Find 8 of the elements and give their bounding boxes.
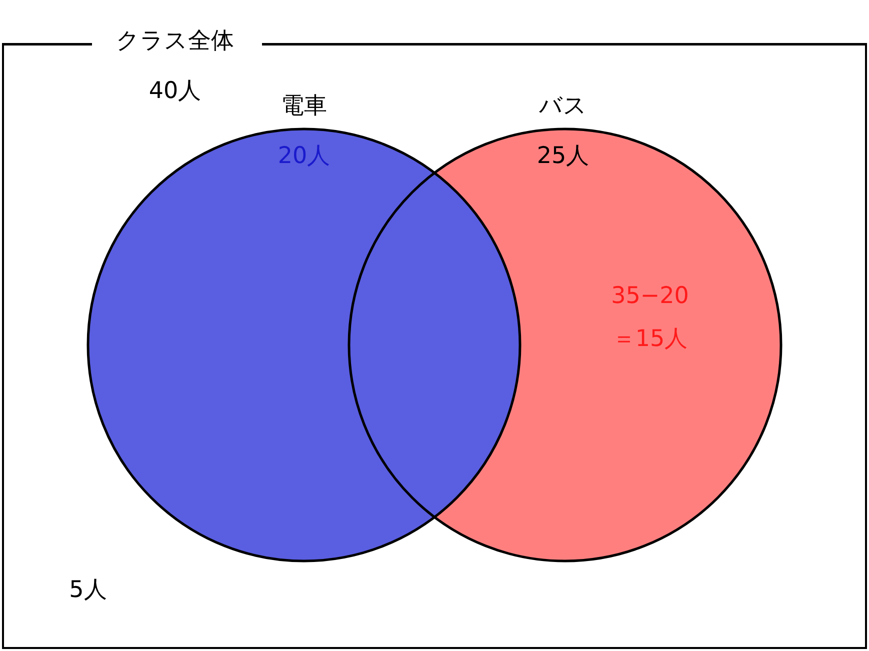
count-label: 20人 <box>278 142 330 170</box>
count-label: 5人 <box>69 576 107 604</box>
frame-title: クラス全体 <box>116 27 234 55</box>
calculation-text: 35−20＝15人 <box>610 282 690 354</box>
set-label: バス <box>539 92 587 120</box>
count-label: 25人 <box>536 142 590 170</box>
count-label: 40人 <box>148 77 202 105</box>
set-label: 電車 <box>281 92 327 120</box>
